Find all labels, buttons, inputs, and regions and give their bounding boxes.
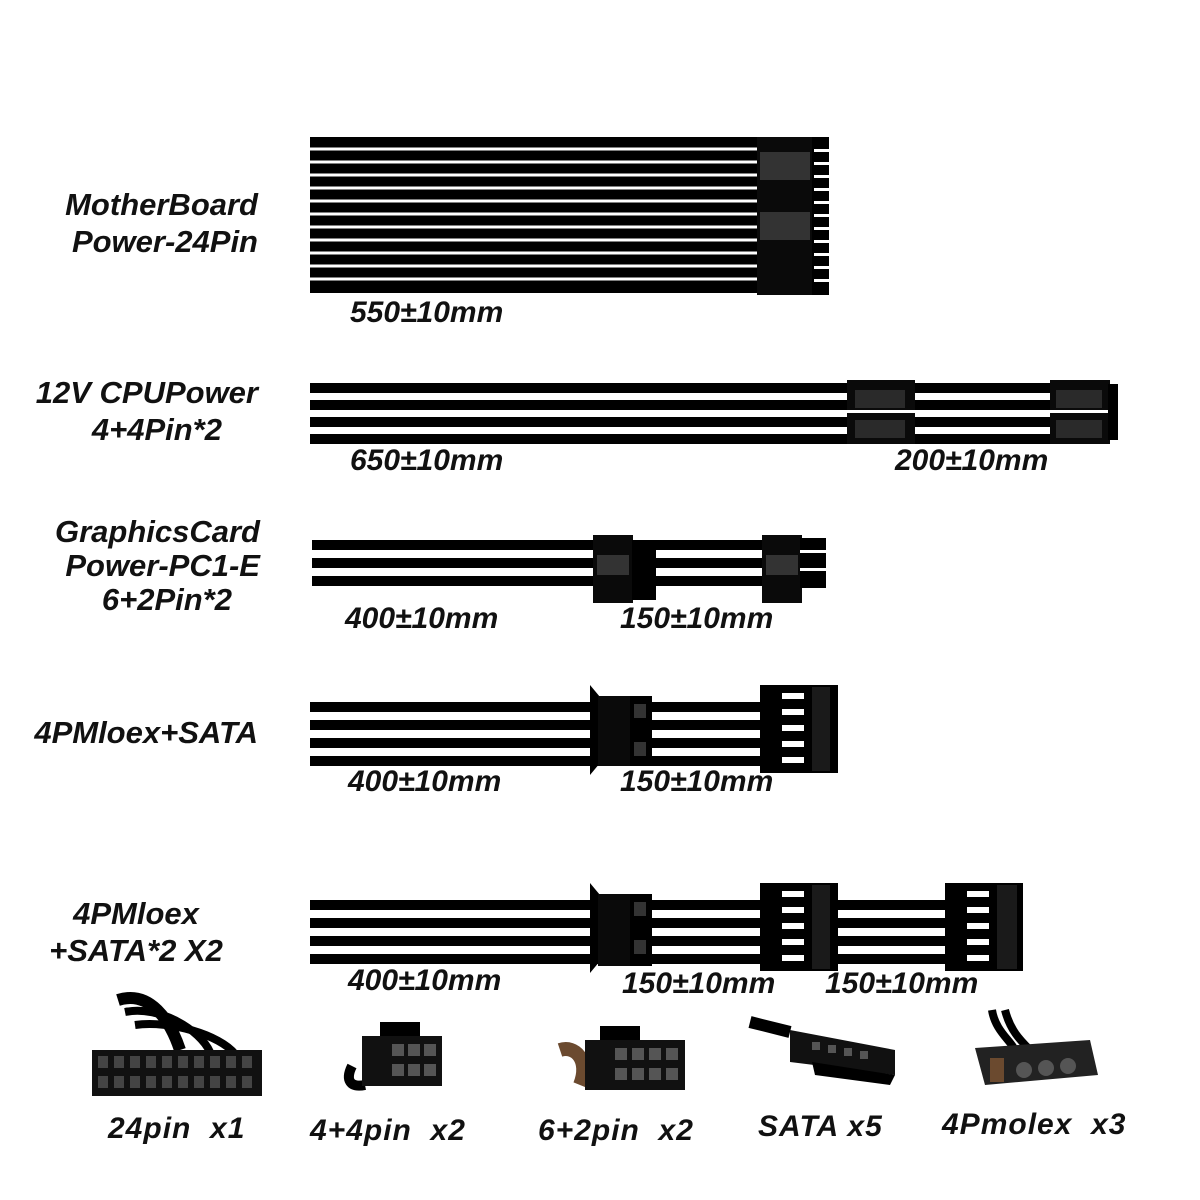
molex-sata-cable [310, 685, 838, 775]
6-2pin-connector-icon [557, 1026, 685, 1090]
label-line: MotherBoard [65, 187, 258, 222]
cable-label-molex-sata: 4PMloex+SATA [10, 714, 258, 751]
label-line: 4PMloex+SATA [34, 715, 258, 750]
cable-label-motherboard: MotherBoard Power-24Pin [40, 186, 258, 260]
sata-connector-icon [748, 1016, 895, 1085]
label-line: 4PMloex [73, 896, 199, 931]
connector-caption: SATA x5 [758, 1110, 883, 1143]
length-label: 400±10mm [348, 765, 502, 798]
connector-caption: 6+2pin x2 [538, 1114, 694, 1147]
label-line: GraphicsCard [54, 514, 260, 549]
molex-connector [590, 685, 600, 775]
label-line: Power-PC1-E [65, 548, 260, 584]
connector-caption: 24pin x1 [108, 1112, 246, 1145]
cpu-4-4pin-cable [310, 380, 1118, 444]
length-label: 200±10mm [895, 444, 1049, 477]
4-4pin-connector-icon [343, 1022, 442, 1091]
molex-connector-icon [975, 1008, 1098, 1085]
molex-connector [590, 883, 600, 973]
length-label: 400±10mm [348, 964, 502, 997]
molex-sata-x2-cable [310, 883, 1023, 973]
connector-caption: 4+4pin x2 [310, 1114, 466, 1147]
length-label: 150±10mm [620, 602, 774, 635]
length-label: 400±10mm [345, 602, 499, 635]
24pin-connector-icon [92, 992, 262, 1096]
length-label: 650±10mm [350, 444, 504, 477]
connector-caption: 4Pmolex x3 [942, 1108, 1127, 1141]
cable-label-graphics: GraphicsCard Power-PC1-E 6+2Pin*2 [10, 514, 260, 618]
pcie-6-2pin-cable [312, 535, 826, 603]
length-label: 150±10mm [620, 765, 774, 798]
label-line: 12V CPUPower [35, 375, 258, 410]
length-label: 150±10mm [825, 967, 979, 1000]
length-label: 150±10mm [622, 967, 776, 1000]
label-line: 4+4Pin*2 [91, 412, 222, 448]
label-line: Power-24Pin [71, 224, 258, 260]
cable-label-cpu: 12V CPUPower 4+4Pin*2 [10, 374, 258, 448]
label-line: 6+2Pin*2 [101, 582, 232, 618]
label-line: +SATA*2 X2 [49, 933, 223, 969]
cable-label-molex-sata-x2: 4PMloex +SATA*2 X2 [10, 895, 252, 969]
wire-gaps [310, 147, 760, 281]
length-label: 550±10mm [350, 296, 504, 329]
motherboard-24pin-cable [310, 137, 829, 295]
